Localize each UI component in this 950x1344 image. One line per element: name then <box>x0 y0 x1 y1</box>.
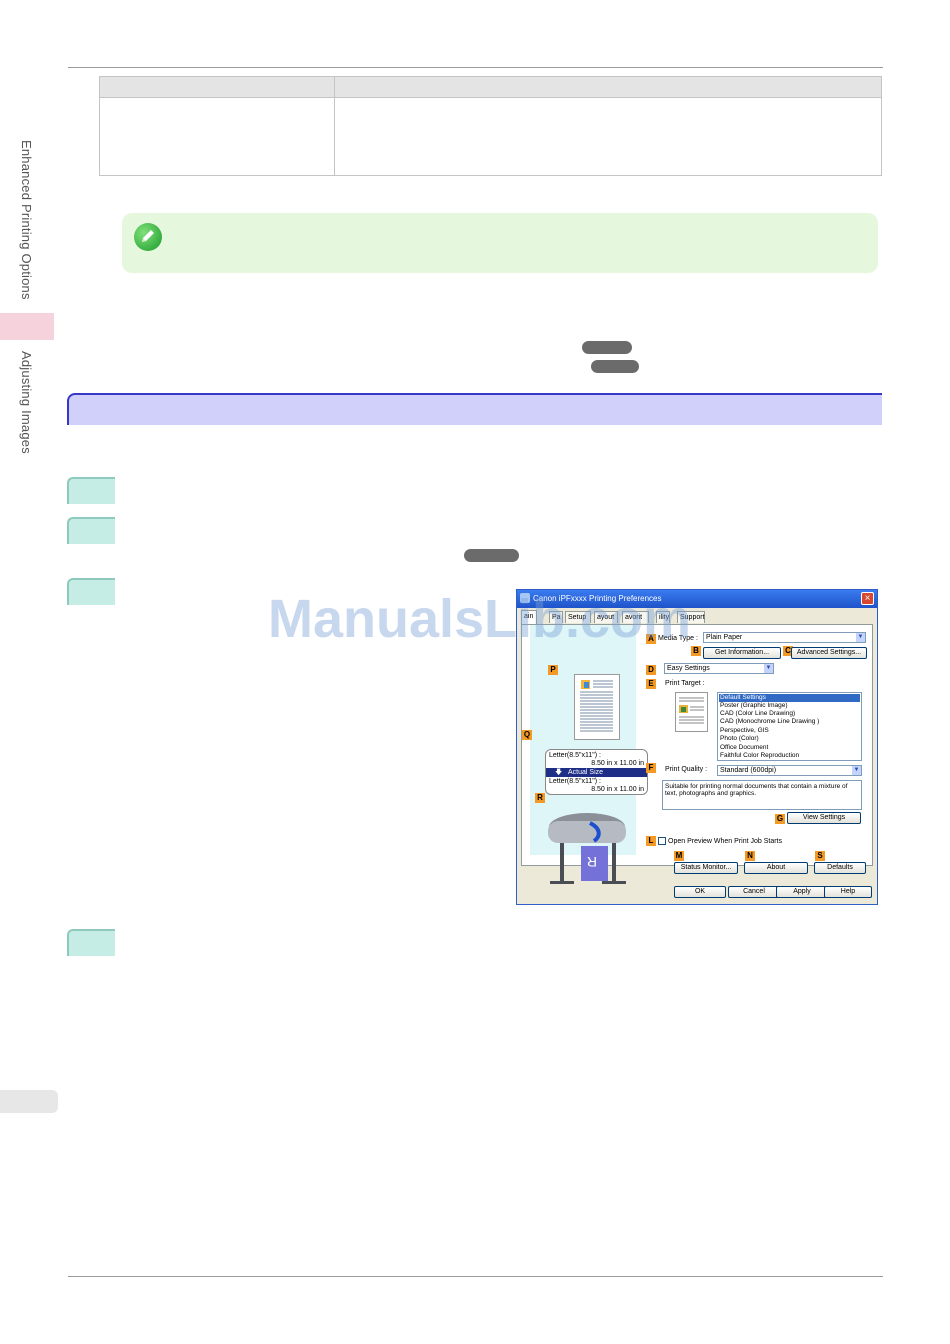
table-header-row <box>100 77 881 98</box>
label-e: E <box>646 679 656 689</box>
label-g: G <box>775 814 785 824</box>
side-tab-section[interactable]: Adjusting Images <box>19 351 34 454</box>
page-layout-preview <box>574 674 620 740</box>
scaling-mode-bar[interactable]: 🡇 Actual Size <box>546 768 647 777</box>
label-p: P <box>548 665 558 675</box>
output-size-value: 8.50 in x 11.00 in <box>591 786 644 793</box>
label-f: F <box>646 763 656 773</box>
print-quality-select[interactable]: Standard (600dpi) ▼ <box>717 765 862 776</box>
paper-size-box: Letter(8.5"x11") : 8.50 in x 11.00 in 🡇 … <box>545 749 648 795</box>
label-m: M <box>674 851 684 861</box>
label-n: N <box>745 851 755 861</box>
arrow-down-icon: 🡇 <box>555 769 563 776</box>
label-c: C <box>783 646 793 656</box>
tab-main[interactable]: ain <box>521 610 537 624</box>
open-preview-label: Open Preview When Print Job Starts <box>668 838 782 845</box>
get-information-button[interactable]: Get Information... <box>703 647 781 659</box>
tab-utility[interactable]: ility <box>656 611 670 623</box>
scaling-mode: Actual Size <box>568 769 604 776</box>
open-preview-checkbox[interactable] <box>658 837 666 845</box>
print-preview-panel: Letter(8.5"x11") : 8.50 in x 11.00 in 🡇 … <box>530 625 648 884</box>
view-settings-button[interactable]: View Settings <box>787 812 861 824</box>
step-marker-1 <box>67 477 115 504</box>
printer-page-letter: R <box>587 854 597 870</box>
advanced-settings-button[interactable]: Advanced Settings... <box>791 647 867 659</box>
step-marker-4 <box>67 929 115 956</box>
print-quality-label: Print Quality : <box>665 766 708 773</box>
label-r: R <box>535 793 545 803</box>
list-item[interactable]: CAD (Monochrome Line Drawing ) <box>720 718 820 725</box>
print-target-label: Print Target : <box>665 680 705 687</box>
chevron-down-icon: ▼ <box>856 633 865 642</box>
chevron-down-icon: ▼ <box>764 664 773 673</box>
settings-table <box>99 76 882 176</box>
tab-setup[interactable]: Setup <box>565 611 591 623</box>
printing-preferences-dialog: Canon iPFxxxx Printing Preferences × ain… <box>516 589 878 905</box>
printer-illustration: R <box>542 801 632 891</box>
tab-favorites[interactable]: avorit <box>622 611 649 623</box>
step-marker-2 <box>67 517 115 544</box>
settings-mode-select[interactable]: Easy Settings ▼ <box>664 663 774 674</box>
chevron-down-icon: ▼ <box>852 766 861 775</box>
list-item[interactable]: Faithful Color Reproduction <box>720 752 800 759</box>
section-heading-bar <box>67 393 882 425</box>
side-tab-chapter[interactable]: Enhanced Printing Options <box>19 140 34 300</box>
side-tab-marker <box>0 313 54 340</box>
label-s: S <box>815 851 825 861</box>
step-marker-3 <box>67 578 115 605</box>
input-size-label: Letter(8.5"x11") : <box>549 752 601 759</box>
label-a: A <box>646 634 656 644</box>
status-monitor-button[interactable]: Status Monitor... <box>674 862 738 874</box>
page-reference-link[interactable] <box>591 360 639 373</box>
print-quality-value: Standard (600dpi) <box>720 767 777 774</box>
page-reference-link[interactable] <box>582 341 632 354</box>
media-type-label: Media Type : <box>658 635 698 642</box>
help-button[interactable]: Help <box>824 886 872 898</box>
table-column-divider <box>334 77 335 175</box>
media-type-value: Plain Paper <box>706 634 743 641</box>
list-item[interactable]: Perspective, GIS <box>720 727 769 734</box>
defaults-button[interactable]: Defaults <box>814 862 866 874</box>
output-size-label: Letter(8.5"x11") : <box>549 778 601 785</box>
tab-support[interactable]: Support <box>677 611 705 623</box>
input-size-value: 8.50 in x 11.00 in <box>591 760 644 767</box>
list-item[interactable]: Photo (Color) <box>720 735 759 742</box>
ok-button[interactable]: OK <box>674 886 726 898</box>
settings-mode-value: Easy Settings <box>667 665 710 672</box>
media-type-select[interactable]: Plain Paper ▼ <box>703 632 866 643</box>
tab-page-setup[interactable]: Pa <box>549 611 563 623</box>
list-item[interactable]: Default Settings <box>719 694 860 702</box>
cancel-button[interactable]: Cancel <box>728 886 780 898</box>
tab-layout[interactable]: ayout <box>594 611 618 623</box>
list-item[interactable]: Poster (Graphic Image) <box>720 702 788 709</box>
list-item[interactable]: CAD (Color Line Drawing) <box>720 710 796 717</box>
note-pencil-icon <box>134 223 162 251</box>
print-target-list[interactable]: Default Settings Poster (Graphic Image) … <box>717 692 862 761</box>
description-box: Suitable for printing normal documents t… <box>662 780 862 810</box>
label-l: L <box>646 836 656 846</box>
footer-rule <box>68 1276 883 1277</box>
header-rule <box>68 67 883 68</box>
label-b: B <box>691 646 701 656</box>
side-page-tab <box>0 1090 58 1113</box>
apply-button[interactable]: Apply <box>776 886 828 898</box>
label-q: Q <box>522 730 532 740</box>
dialog-title: Canon iPFxxxx Printing Preferences <box>533 594 662 603</box>
label-d: D <box>646 665 656 675</box>
watermark-text: ManualsLib.com <box>268 589 692 649</box>
printer-app-icon <box>520 593 530 603</box>
dialog-title-bar: Canon iPFxxxx Printing Preferences × <box>517 590 877 608</box>
note-box <box>122 213 878 273</box>
about-button[interactable]: About <box>744 862 808 874</box>
print-target-thumbnail <box>675 692 708 732</box>
close-icon[interactable]: × <box>861 592 874 605</box>
page-reference-link[interactable] <box>464 549 519 562</box>
list-item[interactable]: Office Document <box>720 744 769 751</box>
